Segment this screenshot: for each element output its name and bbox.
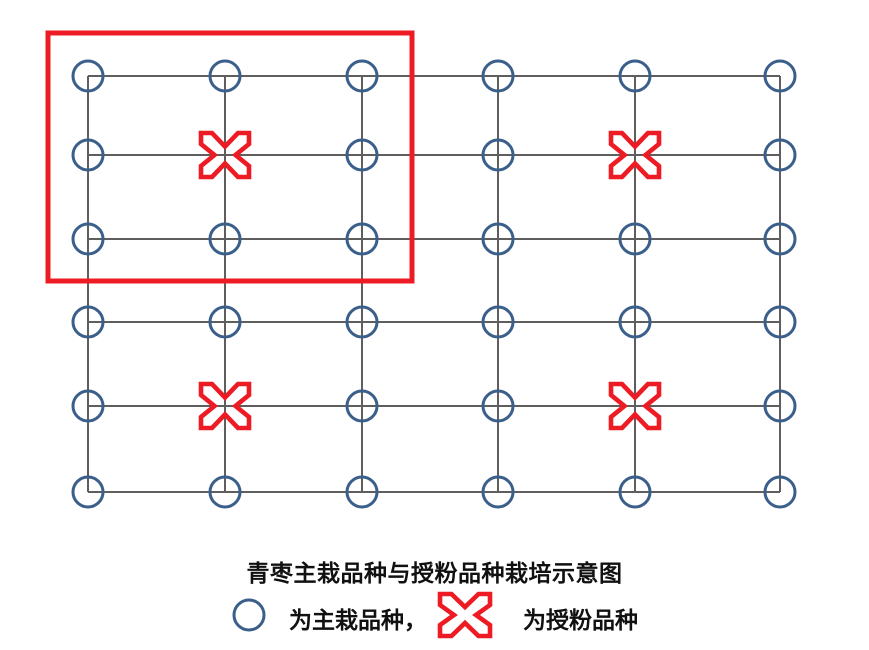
figure-title: 青枣主栽品种与授粉品种栽培示意图	[246, 560, 623, 586]
main-variety-marker	[208, 222, 242, 256]
main-variety-marker	[71, 222, 105, 256]
main-variety-marker	[763, 138, 797, 172]
highlight-rectangle	[45, 30, 415, 284]
main-variety-marker	[71, 59, 105, 93]
main-variety-marker	[763, 305, 797, 339]
main-variety-marker	[618, 59, 652, 93]
main-variety-marker	[345, 222, 379, 256]
main-variety-marker	[618, 305, 652, 339]
figure-legend: 为主栽品种， 为授粉品种	[0, 590, 869, 650]
main-variety-marker	[481, 475, 515, 509]
legend-pollinator-variety-label: 为授粉品种	[523, 607, 638, 633]
main-variety-marker	[481, 389, 515, 423]
main-variety-marker	[71, 389, 105, 423]
main-variety-marker	[345, 389, 379, 423]
main-variety-marker	[208, 305, 242, 339]
figure-caption: 青枣主栽品种与授粉品种栽培示意图 为主栽品种， 为授粉品种	[0, 558, 869, 650]
main-variety-marker	[481, 59, 515, 93]
main-variety-marker	[481, 138, 515, 172]
main-variety-marker	[71, 138, 105, 172]
main-variety-marker	[345, 475, 379, 509]
legend-circle-icon	[231, 597, 267, 643]
main-variety-marker	[618, 222, 652, 256]
main-variety-marker	[618, 475, 652, 509]
main-variety-marker	[71, 305, 105, 339]
grid-lines	[87, 75, 781, 493]
main-variety-marker	[345, 59, 379, 93]
main-variety-marker	[763, 222, 797, 256]
main-variety-marker	[71, 475, 105, 509]
main-variety-markers	[71, 59, 797, 509]
legend-cross-x-icon	[437, 590, 493, 650]
main-variety-marker	[481, 222, 515, 256]
main-variety-marker	[763, 475, 797, 509]
main-variety-marker	[481, 305, 515, 339]
main-variety-marker	[345, 138, 379, 172]
main-variety-marker	[345, 305, 379, 339]
main-variety-marker	[208, 59, 242, 93]
main-variety-marker	[763, 59, 797, 93]
main-variety-marker	[208, 475, 242, 509]
legend-main-variety-label: 为主栽品种，	[289, 607, 427, 633]
main-variety-marker	[763, 389, 797, 423]
